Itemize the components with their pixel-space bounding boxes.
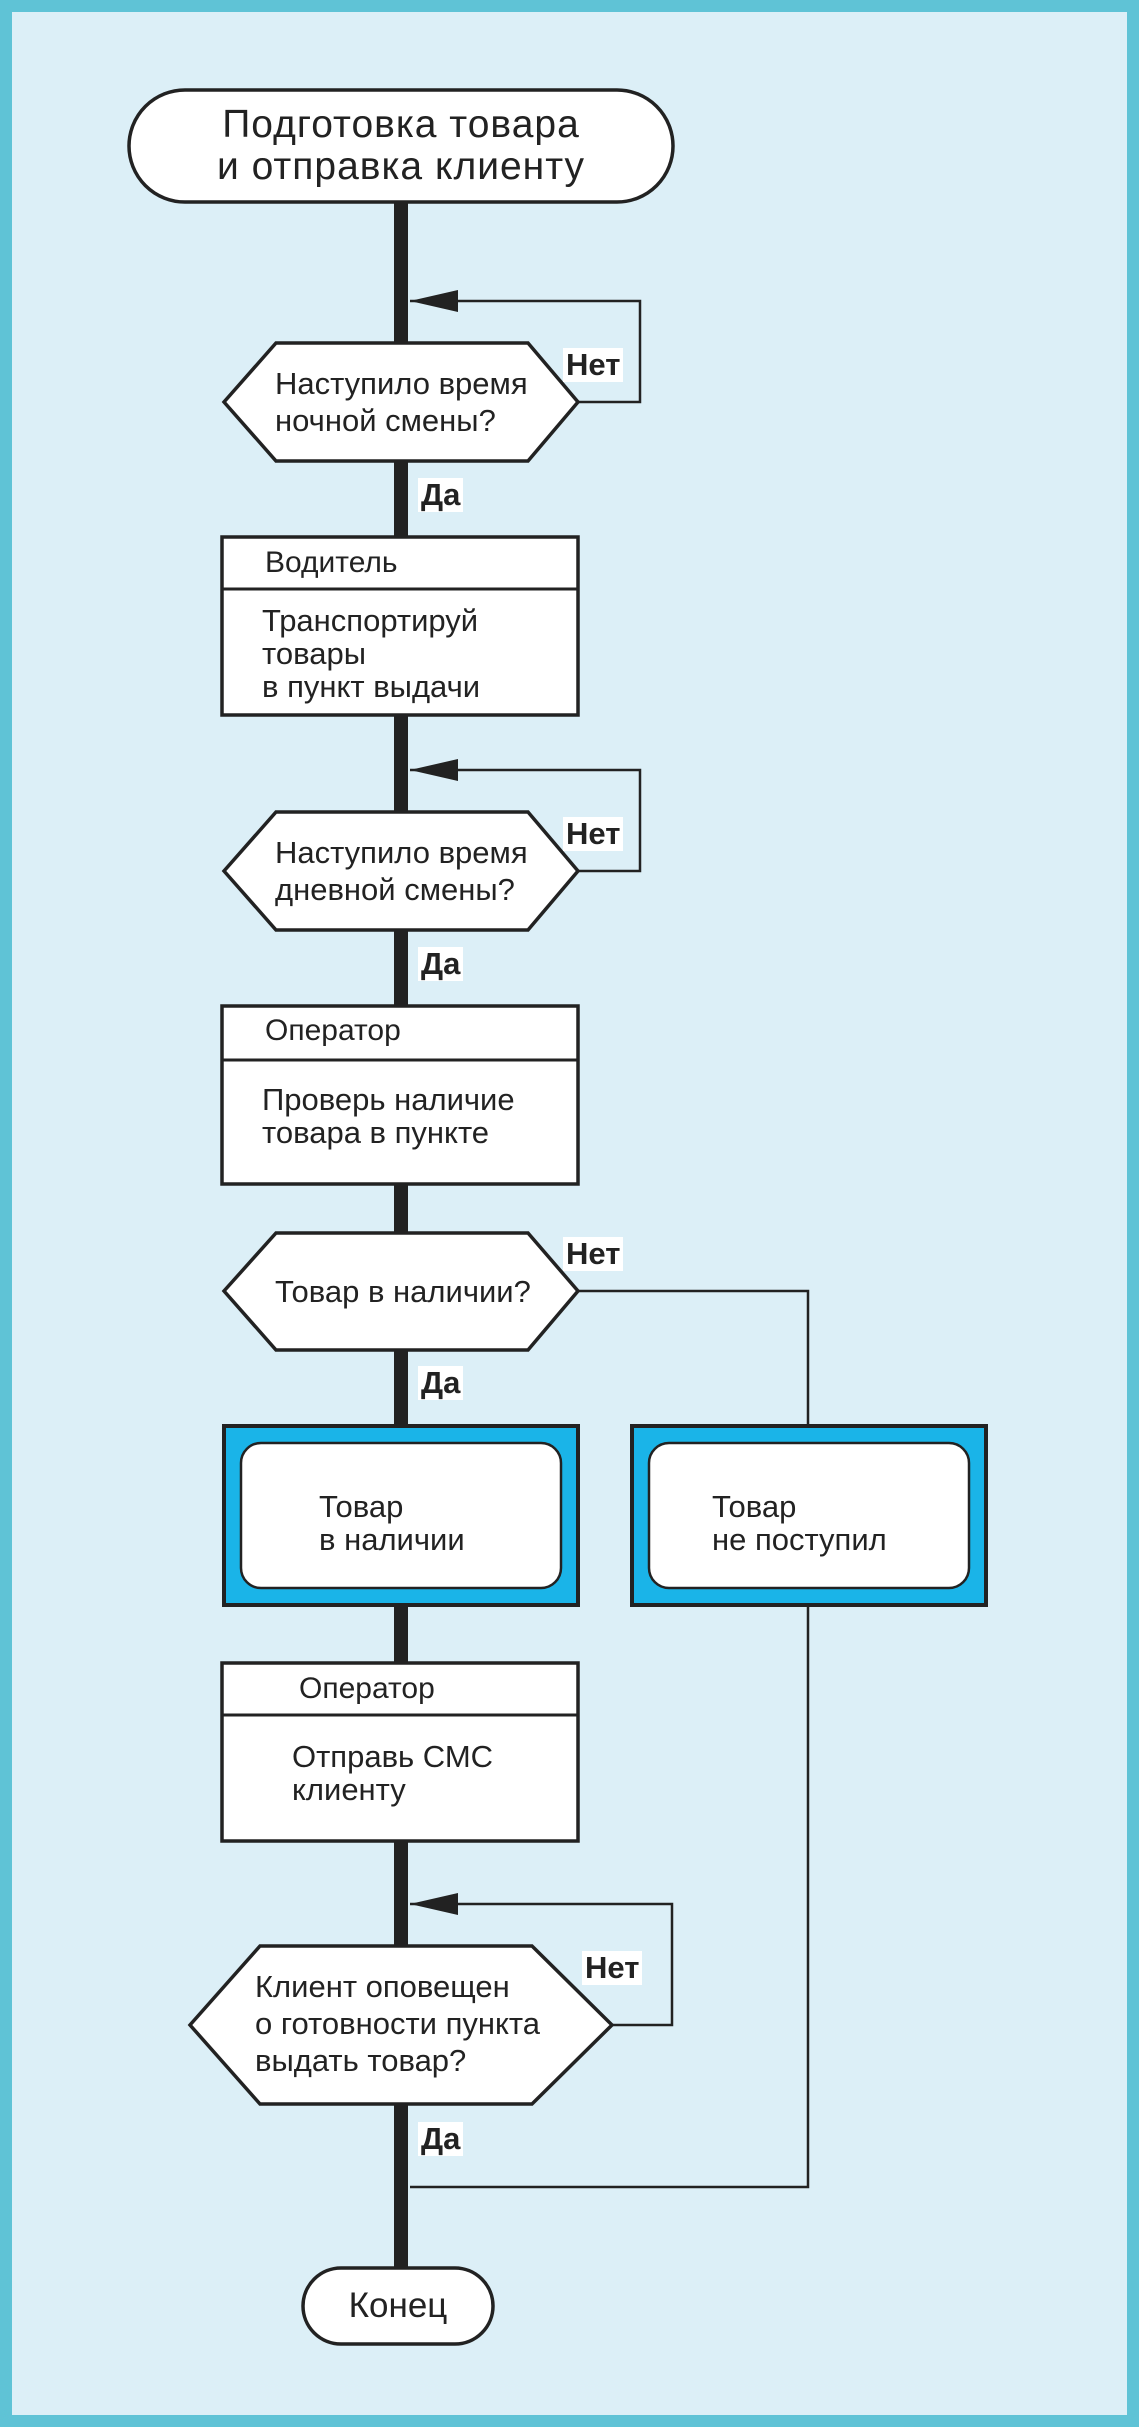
decision-client-notified-no: Нет: [582, 1951, 643, 1985]
process-driver-action: Транспортируй товары в пункт выдачи: [262, 603, 481, 704]
decision-client-notified-yes: Да: [418, 2122, 464, 2156]
decision-night-shift-question: Наступило время ночной смены?: [275, 366, 528, 438]
outcome-in-stock-inner: [239, 1441, 563, 1590]
start-title: Подготовка товара и отправка клиенту: [216, 103, 586, 188]
process-operator-sms-role: Оператор: [299, 1672, 435, 1705]
arrowhead-day: [410, 759, 458, 781]
arrowhead-client: [410, 1893, 458, 1915]
decision-in-stock-question: Товар в наличии?: [275, 1274, 531, 1309]
process-operator-check-role: Оператор: [265, 1014, 401, 1047]
decision-night-shift-yes: Да: [418, 478, 464, 512]
decision-client-notified-question: Клиент оповещен о готовности пункта выда…: [255, 1969, 540, 2078]
decision-client-notified: [187, 1944, 615, 2106]
arrowhead-night: [410, 290, 458, 312]
process-operator-sms-box: [220, 1661, 580, 1843]
decision-in-stock-yes: Да: [418, 1366, 464, 1400]
process-driver-box: [220, 535, 580, 717]
outcome-in-stock-text: Товар в наличии: [319, 1489, 465, 1557]
outcome-not-arrived-inner: [647, 1441, 971, 1590]
decision-day-shift: [221, 810, 581, 932]
decision-in-stock-no: Нет: [563, 1237, 624, 1271]
process-operator-check-box: [220, 1004, 580, 1186]
outcome-not-arrived-text: Товар не поступил: [712, 1489, 887, 1557]
decision-day-shift-question: Наступило время дневной смены?: [275, 835, 528, 907]
end-terminator-shape: [301, 2266, 495, 2346]
decision-day-shift-yes: Да: [418, 947, 464, 981]
start-terminator-shape: [127, 88, 675, 204]
end-label: Конец: [348, 2286, 448, 2325]
branch-not-in-stock: [578, 1289, 810, 1426]
process-driver-role: Водитель: [265, 546, 398, 579]
process-operator-check-action: Проверь наличие товара в пункте: [262, 1082, 515, 1150]
decision-night-shift-no: Нет: [563, 348, 624, 382]
decision-day-shift-no: Нет: [563, 817, 624, 851]
branch-return: [410, 1605, 810, 2189]
loop-client-notified: [410, 1902, 674, 2027]
decision-night-shift: [221, 341, 581, 463]
process-operator-sms-action: Отправь СМС клиенту: [292, 1739, 494, 1807]
loop-day-shift: [410, 768, 642, 873]
loop-night-shift: [410, 299, 642, 404]
decision-in-stock: [221, 1231, 581, 1352]
